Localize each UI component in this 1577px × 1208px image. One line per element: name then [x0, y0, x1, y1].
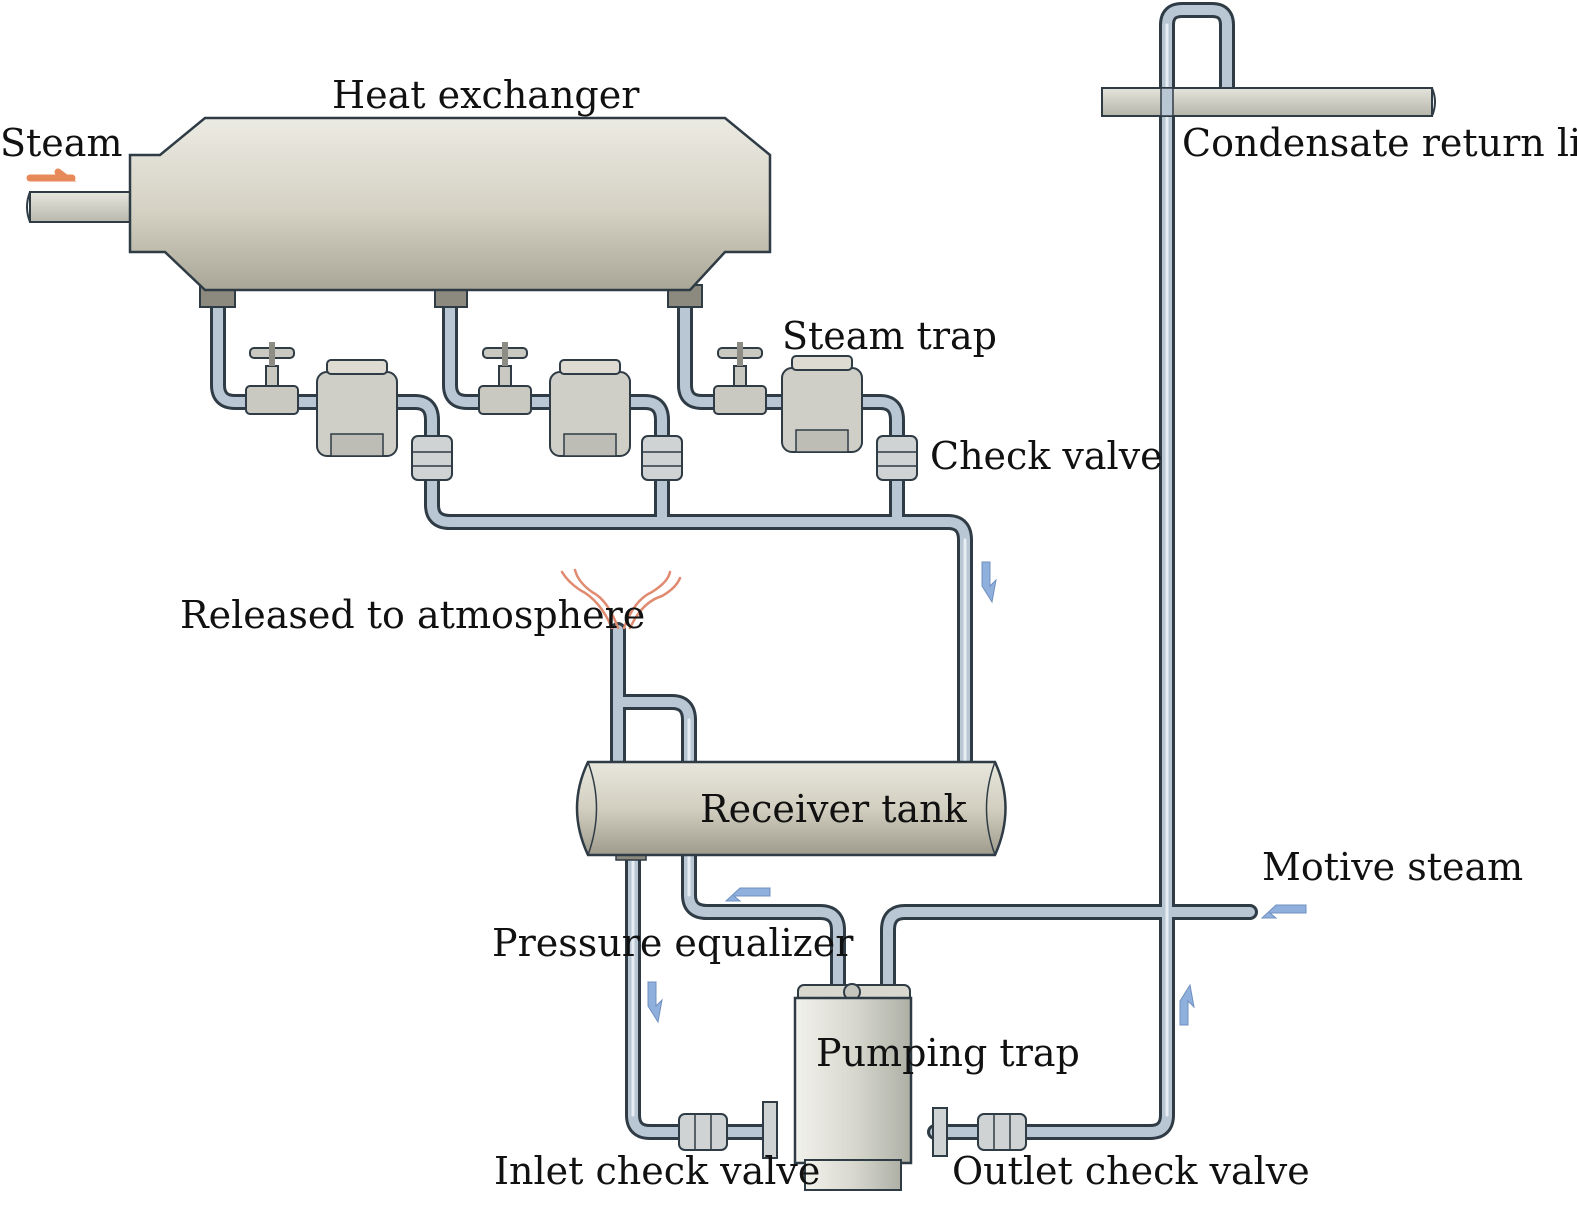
- flow-arrow-down-2: [647, 981, 663, 1024]
- steam-inlet-pipe: [26, 191, 136, 223]
- gate-valve-2: [478, 342, 532, 415]
- check-valve-1: [411, 435, 453, 481]
- gate-valve-1: [245, 342, 299, 415]
- flow-arrow-down-1: [981, 561, 997, 604]
- label-heat-exchanger: Heat exchanger: [332, 73, 640, 117]
- steam-flow-arrow: [26, 168, 77, 182]
- label-outlet-check-valve: Outlet check valve: [952, 1149, 1310, 1193]
- label-released-to-atmosphere: Released to atmosphere: [180, 593, 645, 637]
- heat-exchanger: [128, 116, 772, 308]
- outlet-check-valve: [977, 1113, 1027, 1151]
- label-steam: Steam: [0, 121, 122, 165]
- flow-arrow-left-2: [1260, 904, 1307, 919]
- flow-arrow-up: [1179, 983, 1195, 1026]
- label-receiver-tank: Receiver tank: [700, 787, 968, 831]
- flow-arrows: [647, 561, 1307, 1026]
- label-inlet-check-valve: Inlet check valve: [494, 1149, 820, 1193]
- pumping-trap: [762, 983, 948, 1191]
- label-condensate-return-line: Condensate return line: [1182, 121, 1577, 165]
- label-pumping-trap: Pumping trap: [816, 1031, 1080, 1075]
- label-check-valve: Check valve: [930, 434, 1163, 478]
- inlet-check-valve: [678, 1113, 728, 1151]
- gate-valve-3: [713, 342, 767, 415]
- pipe-network: [210, 2, 1258, 1140]
- check-valve-2: [641, 435, 683, 481]
- check-valve-3: [876, 435, 918, 481]
- steam-trap-2: [549, 359, 631, 457]
- label-pressure-equalizer: Pressure equalizer: [492, 921, 854, 965]
- label-steam-trap: Steam trap: [782, 314, 997, 358]
- steam-trap-1: [316, 359, 398, 457]
- vent-plume-icon: [560, 568, 682, 630]
- condensate-return-header: [1101, 87, 1436, 117]
- steam-trap-3: [781, 355, 863, 453]
- flow-arrow-left-1: [724, 887, 771, 902]
- receiver-tank: [575, 760, 1007, 861]
- label-motive-steam: Motive steam: [1262, 845, 1523, 889]
